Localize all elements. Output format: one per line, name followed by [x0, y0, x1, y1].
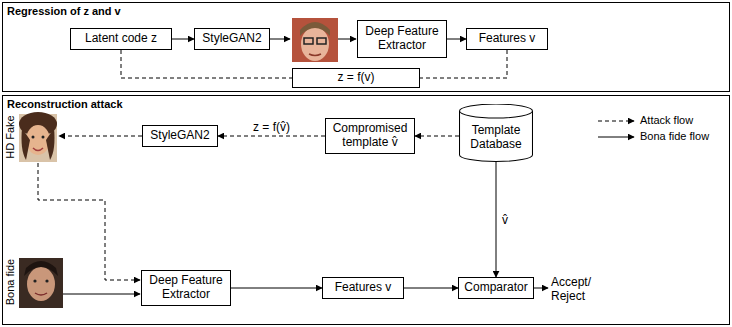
- node-label: Template Database: [462, 124, 530, 152]
- connector: [404, 288, 458, 289]
- panel-heading: Regression of z and v: [7, 5, 121, 17]
- connector: [218, 136, 325, 137]
- decision-label: Accept/ Reject: [551, 276, 599, 304]
- flow-arrow: [270, 39, 290, 40]
- node-label: Features v: [479, 32, 536, 46]
- node-label: Latent code z: [85, 32, 157, 46]
- node-label: Features v: [335, 281, 392, 295]
- process-box: Deep Feature Extractor: [357, 20, 447, 58]
- connector: [172, 39, 194, 40]
- node-label: Deep Feature Extractor: [145, 274, 227, 302]
- flow-arrow: [338, 39, 356, 40]
- connector: [415, 136, 459, 137]
- process-box: Deep Feature Extractor: [141, 270, 231, 306]
- flow-arrow: [534, 288, 548, 289]
- panel: Reconstruction attackStyleGAN2 Compromise…: [2, 95, 730, 325]
- panel: Regression of z and v Latent code z StyleG…: [2, 2, 730, 92]
- legend-text: Bona fide flow: [640, 130, 709, 142]
- node-label: Comparator: [464, 281, 527, 295]
- flow-arrow: [63, 294, 140, 295]
- legend-sample: [598, 121, 634, 122]
- legend-text: Attack flow: [640, 114, 693, 126]
- face-image: [19, 258, 63, 308]
- cylinder-rim: [460, 111, 533, 118]
- side-label: Bona fide: [4, 252, 16, 312]
- node-label: Deep Feature Extractor: [361, 25, 443, 53]
- process-box: Latent code z: [70, 28, 172, 50]
- connector: [121, 50, 292, 78]
- process-box: StyleGAN2: [194, 28, 270, 50]
- attack-arrow: [59, 136, 142, 137]
- process-box: Compromised template v̂: [325, 118, 415, 154]
- legend-sample: [598, 137, 634, 138]
- node-label: z = f(v): [337, 71, 374, 85]
- process-box: Features v: [322, 277, 404, 299]
- node-label: StyleGAN2: [150, 129, 209, 143]
- process-box: StyleGAN2: [142, 125, 218, 147]
- process-box: Features v: [466, 28, 548, 50]
- node-label: StyleGAN2: [202, 32, 261, 46]
- node-label: Compromised template v̂: [329, 122, 411, 150]
- face-image: [19, 112, 57, 162]
- attack-arrow: [38, 163, 140, 280]
- edge-label: z = f(v̂): [252, 120, 291, 134]
- cylinder-body: [460, 104, 533, 162]
- process-box: z = f(v): [292, 68, 420, 88]
- edge-label: v̂: [501, 213, 509, 227]
- connector: [447, 39, 466, 40]
- process-box: Comparator: [458, 277, 534, 299]
- database-cylinder: Template Database: [459, 104, 533, 162]
- side-label: HD Fake: [4, 107, 16, 167]
- connector: [496, 162, 497, 277]
- face-image: [292, 18, 338, 62]
- panel-heading: Reconstruction attack: [7, 98, 123, 110]
- connector: [231, 288, 322, 289]
